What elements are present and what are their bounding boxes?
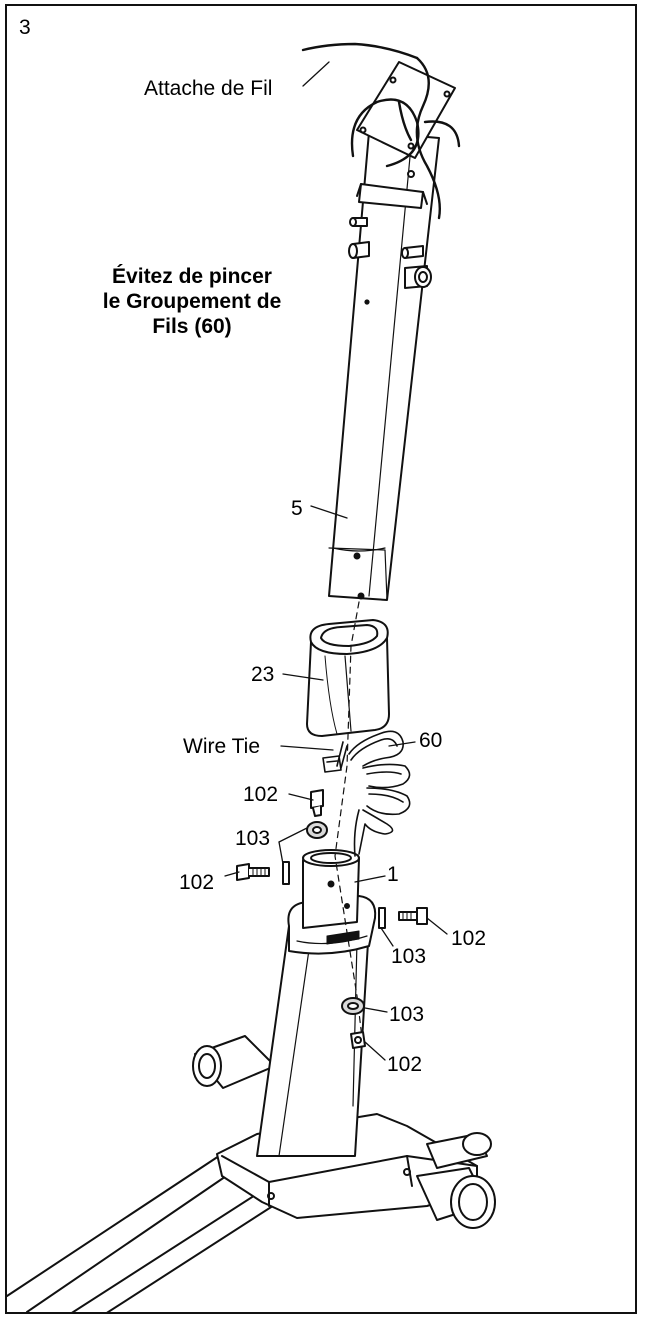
label-part-102-lower: 102: [387, 1053, 423, 1076]
wire-harness-60: [322, 730, 411, 857]
cover-23: [306, 619, 390, 737]
label-wire-tie: Wire Tie: [183, 735, 261, 758]
base-frame: [7, 1035, 496, 1312]
label-part-5: 5: [291, 497, 303, 520]
label-part-103-lower: 103: [389, 1003, 425, 1026]
wire-bundle-top: [301, 42, 461, 220]
diagram-frame: 3 Attache de Fil Évitez de pincer le Gro…: [5, 4, 637, 1314]
warning-line-2: le Groupement de: [102, 290, 282, 313]
label-attache-de-fil: Attache de Fil: [144, 77, 273, 100]
step-number: 3: [19, 16, 31, 39]
label-part-1: 1: [387, 863, 399, 886]
fasteners: [236, 789, 428, 1049]
label-part-23: 23: [251, 663, 275, 686]
label-part-103-top: 103: [235, 827, 271, 850]
label-part-103-right: 103: [391, 945, 427, 968]
assembly-axis: [334, 601, 364, 1047]
label-part-102-right: 102: [451, 927, 487, 950]
label-part-60: 60: [419, 729, 443, 752]
upper-upright: [328, 61, 456, 601]
warning-callout: Évitez de pincer le Groupement de Fils (…: [47, 264, 337, 339]
warning-line-3: Fils (60): [152, 315, 232, 338]
label-part-102-top: 102: [243, 783, 279, 806]
leader-lines: [224, 61, 448, 1061]
assembly-drawing: [7, 42, 496, 1312]
label-part-102-left: 102: [179, 871, 215, 894]
warning-line-1: Évitez de pincer: [112, 265, 272, 288]
lower-upright: [256, 849, 377, 1157]
